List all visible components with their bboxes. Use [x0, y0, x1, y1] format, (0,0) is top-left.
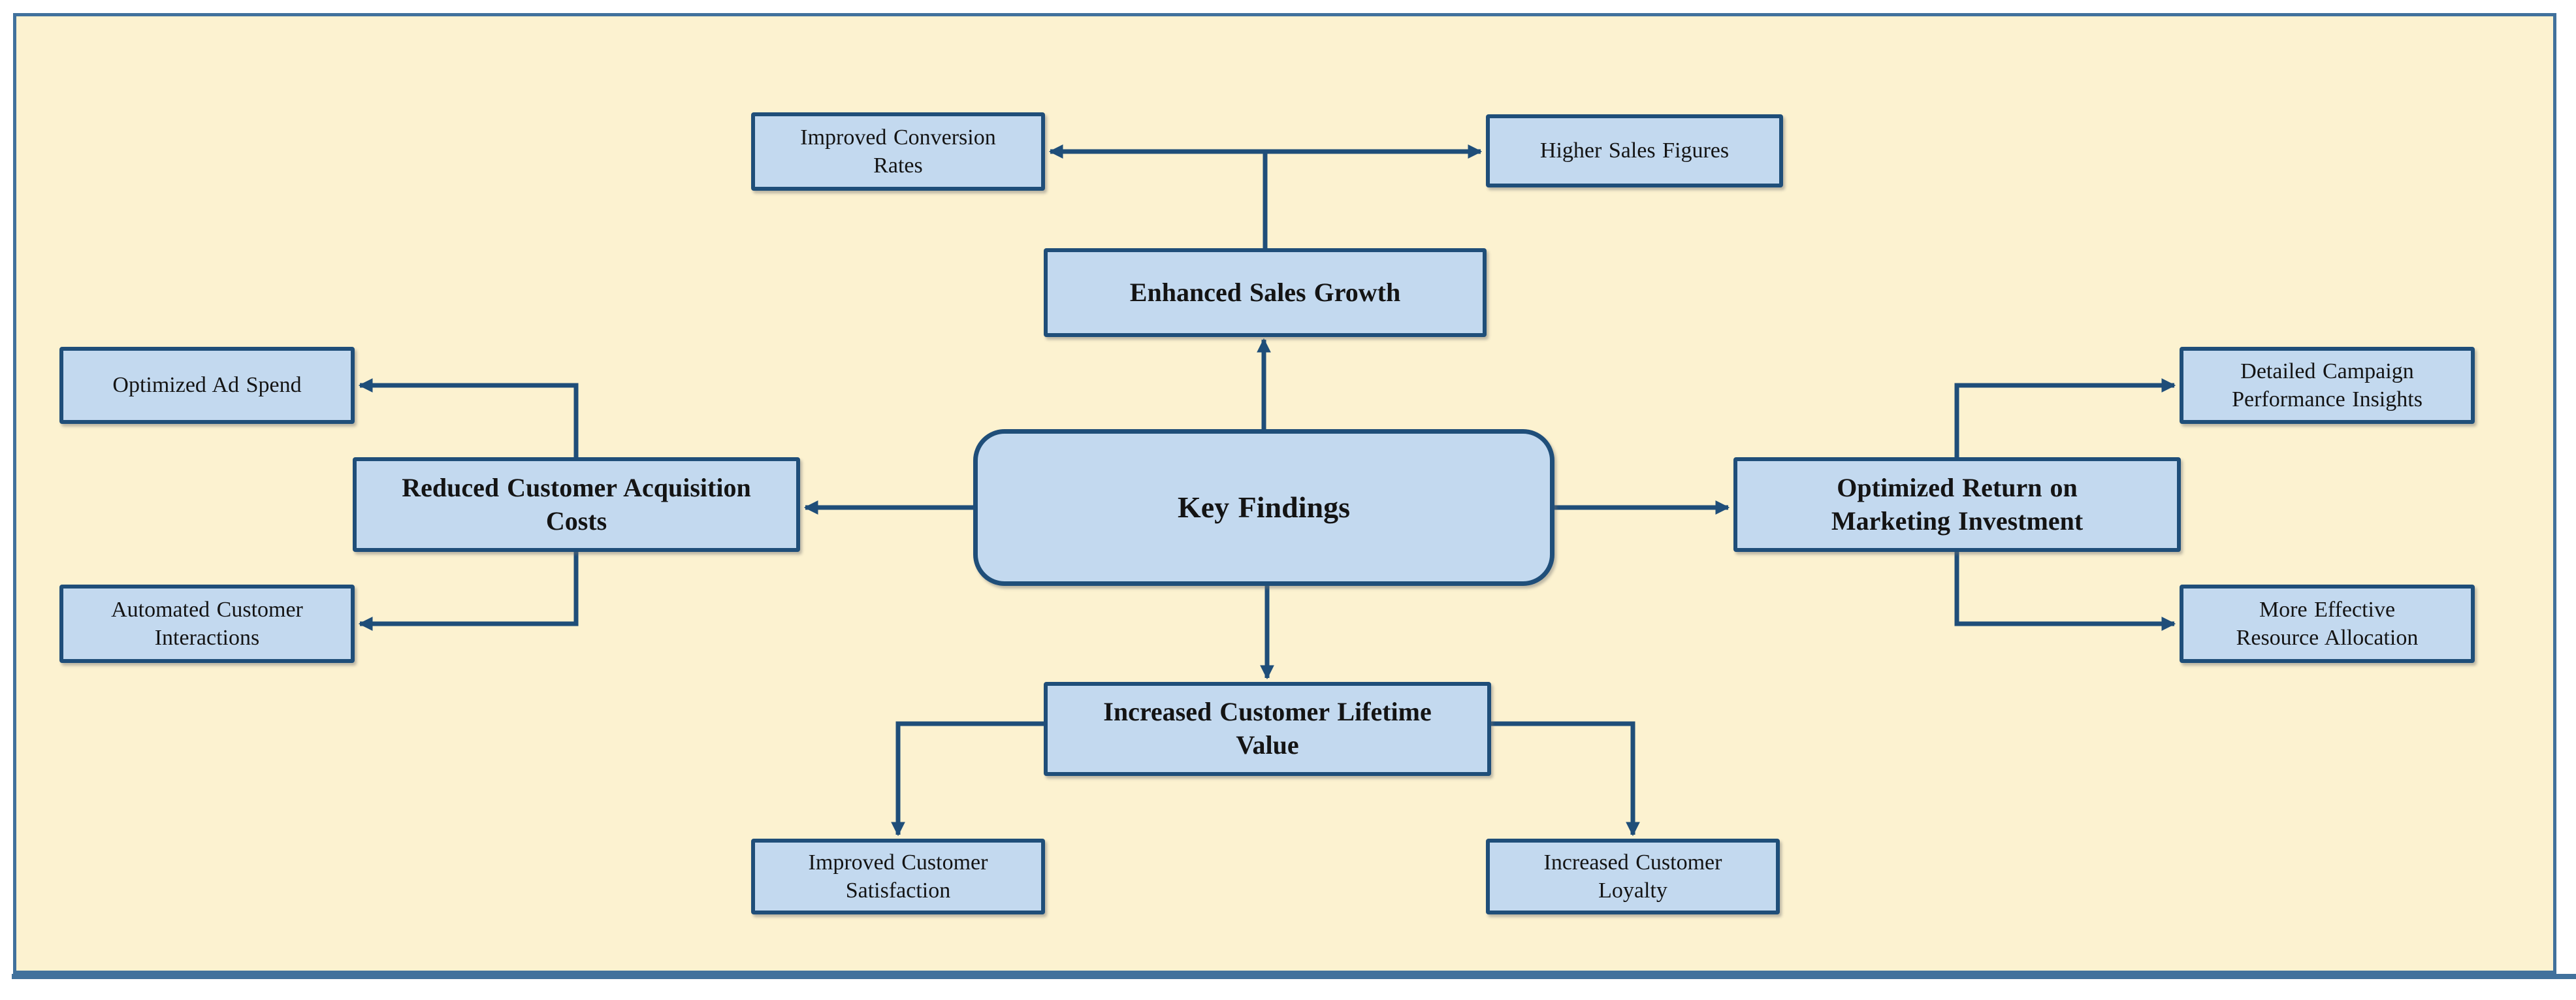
node-enhanced-sales-growth: Enhanced Sales Growth — [1044, 248, 1487, 337]
node-increased-customer-lifetime-value-label: Increased Customer Lifetime Value — [1103, 697, 1432, 760]
node-optimized-return-on-marketing-investment: Optimized Return on Marketing Investment — [1733, 457, 2181, 552]
node-key-findings: Key Findings — [973, 429, 1554, 586]
edge-ormi-to-more-effective-resource-allocation — [1954, 552, 2176, 631]
node-improved-conversion-rates: Improved Conversion Rates — [751, 112, 1045, 191]
edge-rcac-to-optimized-ad-spend — [358, 378, 579, 457]
node-automated-customer-interactions: Automated Customer Interactions — [59, 585, 355, 663]
edge-ormi-to-detailed-campaign-performance-insights — [1954, 378, 2176, 457]
bottom-border-line — [12, 974, 2576, 979]
node-reduced-customer-acquisition-costs-label: Reduced Customer Acquisition Costs — [402, 472, 751, 536]
node-more-effective-resource-allocation-label: More Effective Resource Allocation — [2236, 597, 2419, 650]
node-increased-customer-loyalty-label: Increased Customer Loyalty — [1543, 850, 1722, 903]
node-higher-sales-figures-label: Higher Sales Figures — [1539, 138, 1730, 163]
node-automated-customer-interactions-label: Automated Customer Interactions — [111, 597, 303, 650]
node-increased-customer-loyalty: Increased Customer Loyalty — [1486, 839, 1780, 914]
node-more-effective-resource-allocation: More Effective Resource Allocation — [2180, 585, 2475, 663]
node-reduced-customer-acquisition-costs: Reduced Customer Acquisition Costs — [353, 457, 800, 552]
edge-iclv-to-increased-customer-loyalty — [1491, 721, 1640, 837]
node-improved-conversion-rates-label: Improved Conversion Rates — [800, 125, 996, 178]
node-optimized-return-on-marketing-investment-label: Optimized Return on Marketing Investment — [1831, 472, 2084, 536]
edge-rcac-to-automated-customer-interactions — [358, 552, 579, 631]
node-key-findings-label: Key Findings — [1177, 490, 1350, 524]
node-optimized-ad-spend: Optimized Ad Spend — [59, 347, 355, 424]
node-optimized-ad-spend-label: Optimized Ad Spend — [112, 373, 302, 398]
node-detailed-campaign-performance-insights: Detailed Campaign Performance Insights — [2180, 347, 2475, 424]
node-higher-sales-figures: Higher Sales Figures — [1486, 114, 1783, 187]
node-increased-customer-lifetime-value: Increased Customer Lifetime Value — [1044, 682, 1491, 776]
edge-iclv-to-improved-customer-satisfaction — [891, 721, 1044, 837]
node-detailed-campaign-performance-insights-label: Detailed Campaign Performance Insights — [2232, 359, 2423, 411]
node-improved-customer-satisfaction-label: Improved Customer Satisfaction — [808, 850, 988, 903]
node-enhanced-sales-growth-label: Enhanced Sales Growth — [1129, 277, 1401, 307]
node-improved-customer-satisfaction: Improved Customer Satisfaction — [751, 839, 1045, 914]
